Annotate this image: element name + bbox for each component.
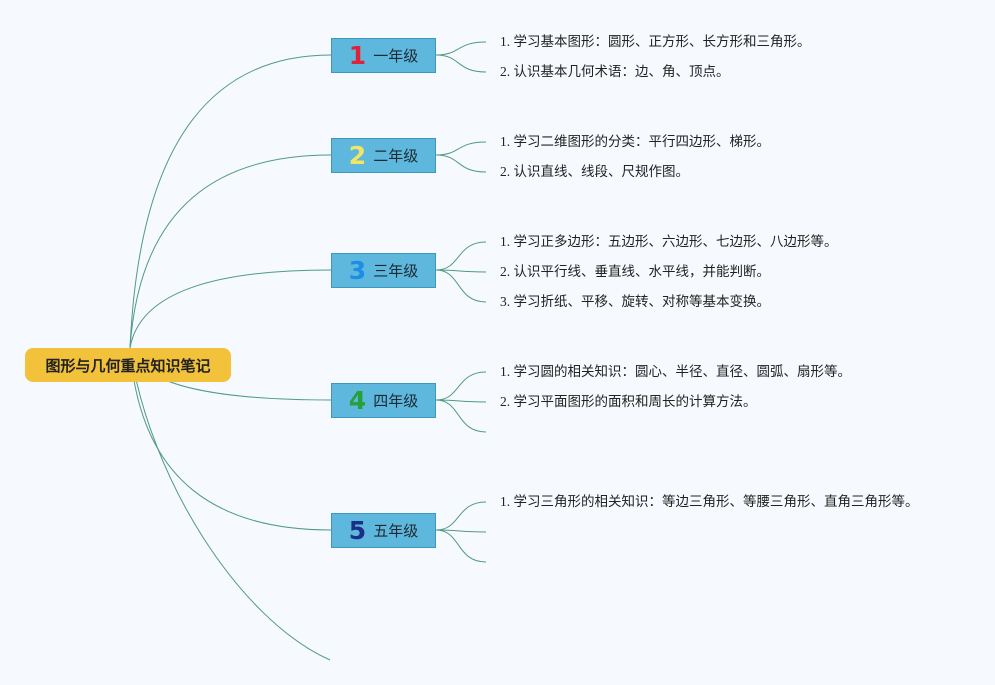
grade-3-branch-1-line [435,241,487,271]
grade-node-1[interactable]: 1 一年级 [331,38,436,73]
root-extra-branch-line [129,347,331,661]
grade-4-item-2: 2. 学习平面图形的面积和周长的计算方法。 [500,394,757,409]
grade-3-item-2: 2. 认识平行线、垂直线、水平线，并能判断。 [500,264,770,279]
grade-5-branch-3-line [435,529,487,563]
root-to-grade-5-line [129,347,332,531]
grade-1-branch-1-line [435,41,487,56]
number-3-icon: 3 [348,256,367,285]
root-node[interactable]: 图形与几何重点知识笔记 [25,348,231,382]
grade-4-branch-2-line [435,399,487,403]
grade-1-branch-2-line [435,54,487,73]
grade-1-item-1: 1. 学习基本图形：圆形、正方形、长方形和三角形。 [500,34,811,49]
grade-node-5[interactable]: 5 五年级 [331,513,436,548]
grade-3-item-1: 1. 学习正多边形：五边形、六边形、七边形、八边形等。 [500,234,838,249]
grade-5-branch-2-line [435,529,487,533]
grade-4-branch-3-line [435,399,487,433]
number-2-icon: 2 [348,141,367,170]
grade-4-branch-1-line [435,371,487,401]
grade-label: 四年级 [373,392,419,410]
grade-label: 一年级 [373,47,419,65]
number-4-icon: 4 [348,386,367,415]
grade-5-branch-1-line [435,501,487,531]
root-to-grade-3-line [129,269,332,349]
grade-label: 三年级 [373,262,419,280]
root-title: 图形与几何重点知识笔记 [45,356,211,375]
grade-node-2[interactable]: 2 二年级 [331,138,436,173]
grade-2-item-1: 1. 学习二维图形的分类：平行四边形、梯形。 [500,134,770,149]
number-1-icon: 1 [348,41,367,70]
root-to-grade-2-line [129,154,332,349]
grade-4-item-1: 1. 学习圆的相关知识：圆心、半径、直径、圆弧、扇形等。 [500,364,851,379]
grade-label: 五年级 [373,522,419,540]
grade-label: 二年级 [373,147,419,165]
grade-2-branch-1-line [435,141,487,156]
grade-2-branch-2-line [435,154,487,173]
grade-3-item-3: 3. 学习折纸、平移、旋转、对称等基本变换。 [500,294,770,309]
grade-node-4[interactable]: 4 四年级 [331,383,436,418]
root-to-grade-1-line [129,54,332,349]
grade-node-3[interactable]: 3 三年级 [331,253,436,288]
grade-3-branch-3-line [435,269,487,303]
grade-2-item-2: 2. 认识直线、线段、尺规作图。 [500,164,689,179]
grade-1-item-2: 2. 认识基本几何术语：边、角、顶点。 [500,64,730,79]
number-5-icon: 5 [348,516,367,545]
grade-3-branch-2-line [435,269,487,273]
grade-5-item-1: 1. 学习三角形的相关知识：等边三角形、等腰三角形、直角三角形等。 [500,494,919,509]
